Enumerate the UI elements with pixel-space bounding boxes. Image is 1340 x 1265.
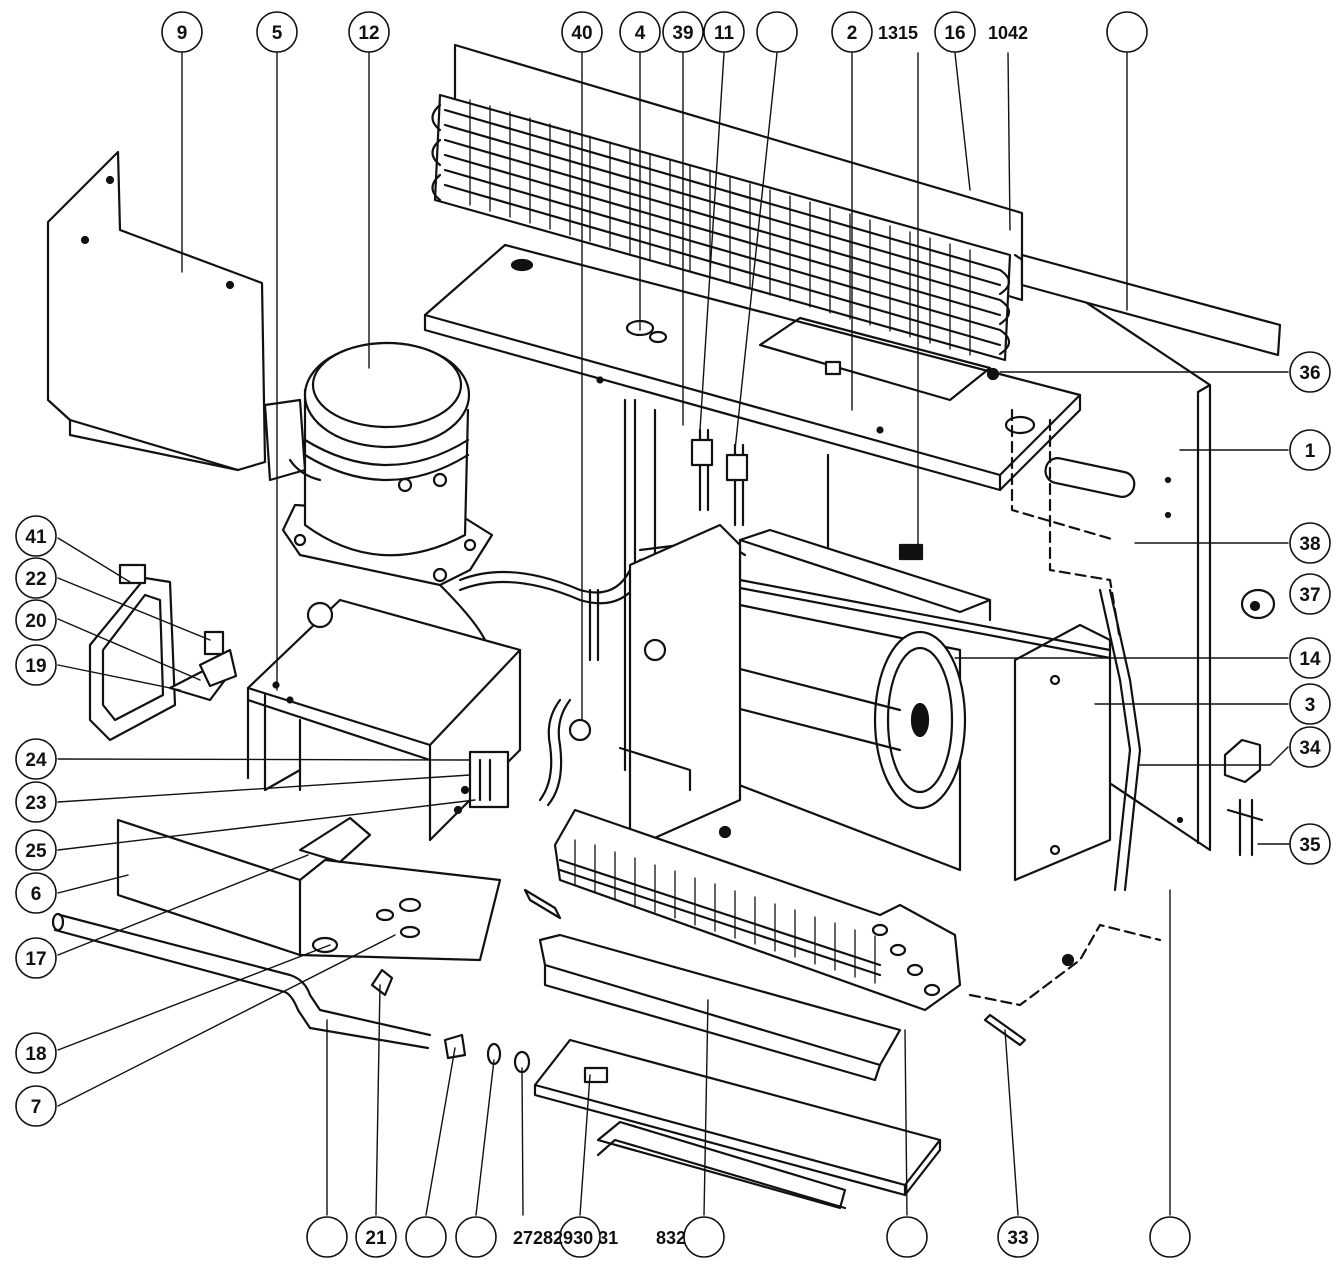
svg-text:14: 14 (1299, 649, 1321, 670)
callout-blank-top-right (1106, 11, 1148, 53)
cap-part (1240, 588, 1276, 620)
svg-text:2: 2 (847, 23, 858, 44)
callout-12: 12 (348, 11, 390, 53)
label-1315: 1315 (878, 23, 918, 43)
callout-2: 2 (831, 11, 873, 53)
blower-fan-part (698, 528, 992, 872)
callout-39: 39 (662, 11, 704, 53)
left-fan-bracket (618, 523, 742, 842)
svg-text:11: 11 (714, 23, 735, 44)
drain-tray-part (533, 933, 942, 1210)
callout-20: 20 (15, 599, 57, 641)
solenoid-part (1223, 738, 1264, 857)
svg-text:18: 18 (25, 1044, 46, 1065)
callout-16: 16 (934, 11, 976, 53)
callout-7: 7 (15, 1085, 57, 1127)
pin-part (968, 923, 1162, 1047)
callout-blank-bottom-7 (1149, 1216, 1191, 1258)
electrical-box-part (88, 563, 238, 742)
callout-25: 25 (15, 829, 57, 871)
svg-text:1: 1 (1305, 441, 1316, 462)
callout-18: 18 (15, 1032, 57, 1074)
callouts: 9 5 12 40 4 39 11 2 16 36 1 38 37 14 3 3… (15, 11, 1331, 1258)
callout-blank-bottom-1 (306, 1216, 348, 1258)
callout-33: 33 (997, 1216, 1039, 1258)
free-labels: 1315 1042 27282930 31 832 (513, 23, 1028, 1248)
callout-21: 21 (355, 1216, 397, 1258)
svg-text:12: 12 (358, 23, 379, 44)
callout-24: 24 (15, 738, 57, 780)
cabinet-box-part (246, 598, 522, 842)
label-27282930-31: 27282930 31 (513, 1228, 618, 1248)
refrigerant-piping (438, 538, 747, 807)
callout-14: 14 (1289, 637, 1331, 679)
drain-panel-part (51, 816, 531, 1074)
condenser-part (431, 43, 1024, 362)
svg-text:33: 33 (1007, 1228, 1028, 1249)
callout-6: 6 (15, 872, 57, 914)
callout-9: 9 (161, 11, 203, 53)
callout-blank-bottom-4 (559, 1216, 601, 1258)
svg-text:7: 7 (31, 1097, 42, 1118)
svg-text:21: 21 (365, 1228, 387, 1249)
svg-text:25: 25 (25, 841, 47, 862)
callout-4: 4 (619, 11, 661, 53)
svg-text:5: 5 (272, 23, 283, 44)
callout-38: 38 (1289, 522, 1331, 564)
callout-41: 41 (15, 515, 57, 557)
svg-text:38: 38 (1299, 534, 1320, 555)
svg-text:19: 19 (25, 656, 46, 677)
callout-40: 40 (561, 11, 603, 53)
callout-11: 11 (703, 11, 745, 53)
svg-text:6: 6 (31, 884, 42, 905)
callout-blank-bottom-5 (683, 1216, 725, 1258)
callout-19: 19 (15, 644, 57, 686)
compressor-part (263, 341, 494, 587)
svg-text:35: 35 (1299, 835, 1321, 856)
svg-text:23: 23 (25, 793, 46, 814)
svg-text:16: 16 (944, 23, 965, 44)
svg-text:39: 39 (672, 23, 693, 44)
callout-1: 1 (1289, 429, 1331, 471)
svg-text:40: 40 (571, 23, 592, 44)
side-panel-part (46, 150, 267, 472)
callout-35: 35 (1289, 823, 1331, 865)
callout-3: 3 (1289, 683, 1331, 725)
svg-text:41: 41 (25, 527, 47, 548)
callout-blank-bottom-3 (455, 1216, 497, 1258)
svg-text:36: 36 (1299, 363, 1320, 384)
top-plate-part (423, 243, 1082, 492)
label-1042: 1042 (988, 23, 1028, 43)
callout-5: 5 (256, 11, 298, 53)
label-832: 832 (656, 1228, 686, 1248)
svg-text:34: 34 (1299, 738, 1321, 759)
callout-23: 23 (15, 781, 57, 823)
callout-blank-bottom-2 (405, 1216, 447, 1258)
callout-36: 36 (1289, 351, 1331, 393)
evaporator-part (523, 808, 962, 1012)
callout-blank-bottom-6 (886, 1216, 928, 1258)
callout-37: 37 (1289, 573, 1331, 615)
back-panel-part (1010, 253, 1282, 852)
leader-lines (57, 52, 1291, 1216)
svg-text:4: 4 (635, 23, 646, 44)
svg-text:17: 17 (25, 949, 46, 970)
svg-text:9: 9 (177, 23, 188, 44)
svg-text:20: 20 (25, 611, 46, 632)
callout-blank-top (756, 11, 798, 53)
callout-17: 17 (15, 937, 57, 979)
svg-text:3: 3 (1305, 695, 1316, 716)
svg-text:24: 24 (25, 750, 47, 771)
svg-text:22: 22 (25, 569, 46, 590)
callout-22: 22 (15, 557, 57, 599)
right-bracket-part (738, 578, 1142, 892)
svg-text:37: 37 (1299, 585, 1320, 606)
callout-34: 34 (1289, 726, 1331, 768)
